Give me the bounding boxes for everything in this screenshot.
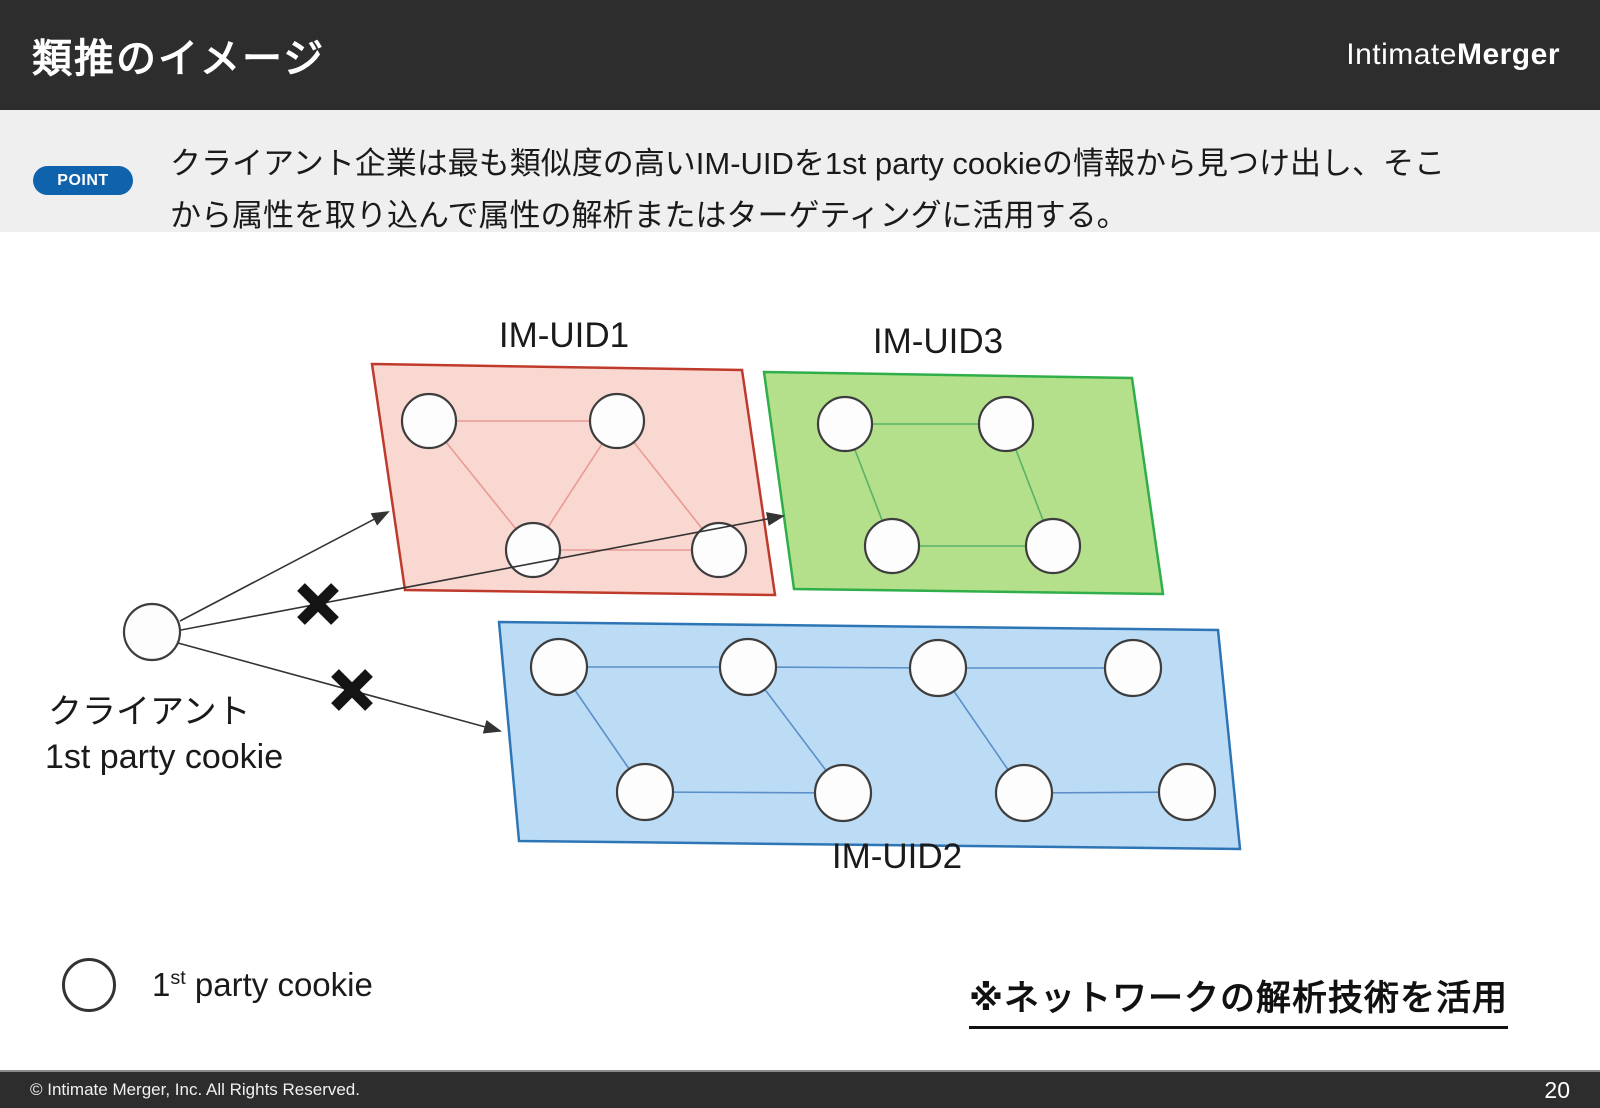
cookie-node-icon — [62, 958, 116, 1012]
legend: 1st party cookie — [62, 958, 373, 1012]
cookie-node — [813, 763, 873, 823]
cookie-node — [1024, 517, 1082, 575]
logo-text-regular: Intimate — [1346, 38, 1457, 71]
cookie-node — [1103, 638, 1163, 698]
cookie-node — [816, 395, 874, 453]
cookie-node — [977, 395, 1035, 453]
cluster-label-im-uid1: IM-UID1 — [499, 316, 629, 355]
cluster-im-uid1-cookie-nodes — [400, 392, 748, 579]
company-logo: IntimateMerger — [1346, 38, 1560, 72]
point-badge: POINT — [33, 166, 133, 195]
cluster-im-uid2: IM-UID2 — [497, 620, 1242, 876]
cookie-node — [504, 521, 562, 579]
cluster-label-im-uid3: IM-UID3 — [873, 322, 1003, 361]
cookie-node — [994, 763, 1054, 823]
client-label-line1: クライアント — [48, 693, 251, 731]
rejected-mark-icon — [297, 583, 339, 625]
cluster-im-uid1: IM-UID1 — [370, 316, 777, 597]
page-title: 類推のイメージ — [32, 37, 326, 81]
cookie-node — [690, 521, 748, 579]
cookie-node — [529, 637, 589, 697]
cookie-node — [863, 517, 921, 575]
cookie-node — [400, 392, 458, 450]
network-diagram: IM-UID1 IM-UID3 — [45, 316, 1242, 876]
cluster-im-uid3-region — [762, 370, 1165, 596]
point-text-line2: から属性を取り込んで属性の解析またはターゲティングに活用する。 — [170, 198, 1128, 233]
cookie-node — [908, 638, 968, 698]
point-section: POINT クライアント企業は最も類似度の高いIM-UIDを1st party … — [0, 110, 1600, 233]
client-cookie-node — [122, 602, 182, 662]
cookie-node — [588, 392, 646, 450]
cookie-node — [615, 762, 675, 822]
cluster-label-im-uid2: IM-UID2 — [832, 837, 962, 876]
legend-label-number: 1 — [152, 966, 171, 1003]
cluster-im-uid3: IM-UID3 — [762, 322, 1165, 596]
header-bar: 類推のイメージ IntimateMerger — [0, 0, 1600, 110]
point-text-line1: クライアント企業は最も類似度の高いIM-UIDを1st party cookie… — [170, 146, 1446, 181]
rejected-mark-icon — [331, 669, 373, 711]
page-number: 20 — [1544, 1076, 1570, 1103]
client-node-group — [122, 602, 182, 662]
point-text: クライアント企業は最も類似度の高いIM-UIDを1st party cookie… — [170, 138, 1446, 233]
footnote: ※ネットワークの解析技術を活用 — [968, 970, 1508, 1029]
cluster-im-uid2-cookie-nodes — [529, 637, 1217, 823]
client-label-line2: 1st party cookie — [45, 738, 283, 776]
footer-bar: © Intimate Merger, Inc. All Rights Reser… — [0, 1070, 1600, 1108]
cluster-im-uid3-cookie-nodes — [816, 395, 1082, 575]
copyright-text: © Intimate Merger, Inc. All Rights Reser… — [30, 1080, 360, 1099]
legend-label-sup: st — [170, 967, 186, 989]
arrow-to-im-uid1 — [179, 511, 390, 622]
client-group: クライアント 1st party cookie — [45, 511, 785, 776]
legend-label: 1st party cookie — [152, 966, 373, 1004]
cookie-node — [1157, 762, 1217, 822]
legend-label-rest: party cookie — [185, 966, 373, 1003]
logo-text-bold: Merger — [1456, 38, 1560, 71]
cookie-node — [718, 637, 778, 697]
arrow-to-im-uid3 — [180, 512, 785, 631]
diagram-area: IM-UID1 IM-UID3 — [0, 232, 1600, 1070]
arrow-to-im-uid2 — [177, 642, 502, 734]
